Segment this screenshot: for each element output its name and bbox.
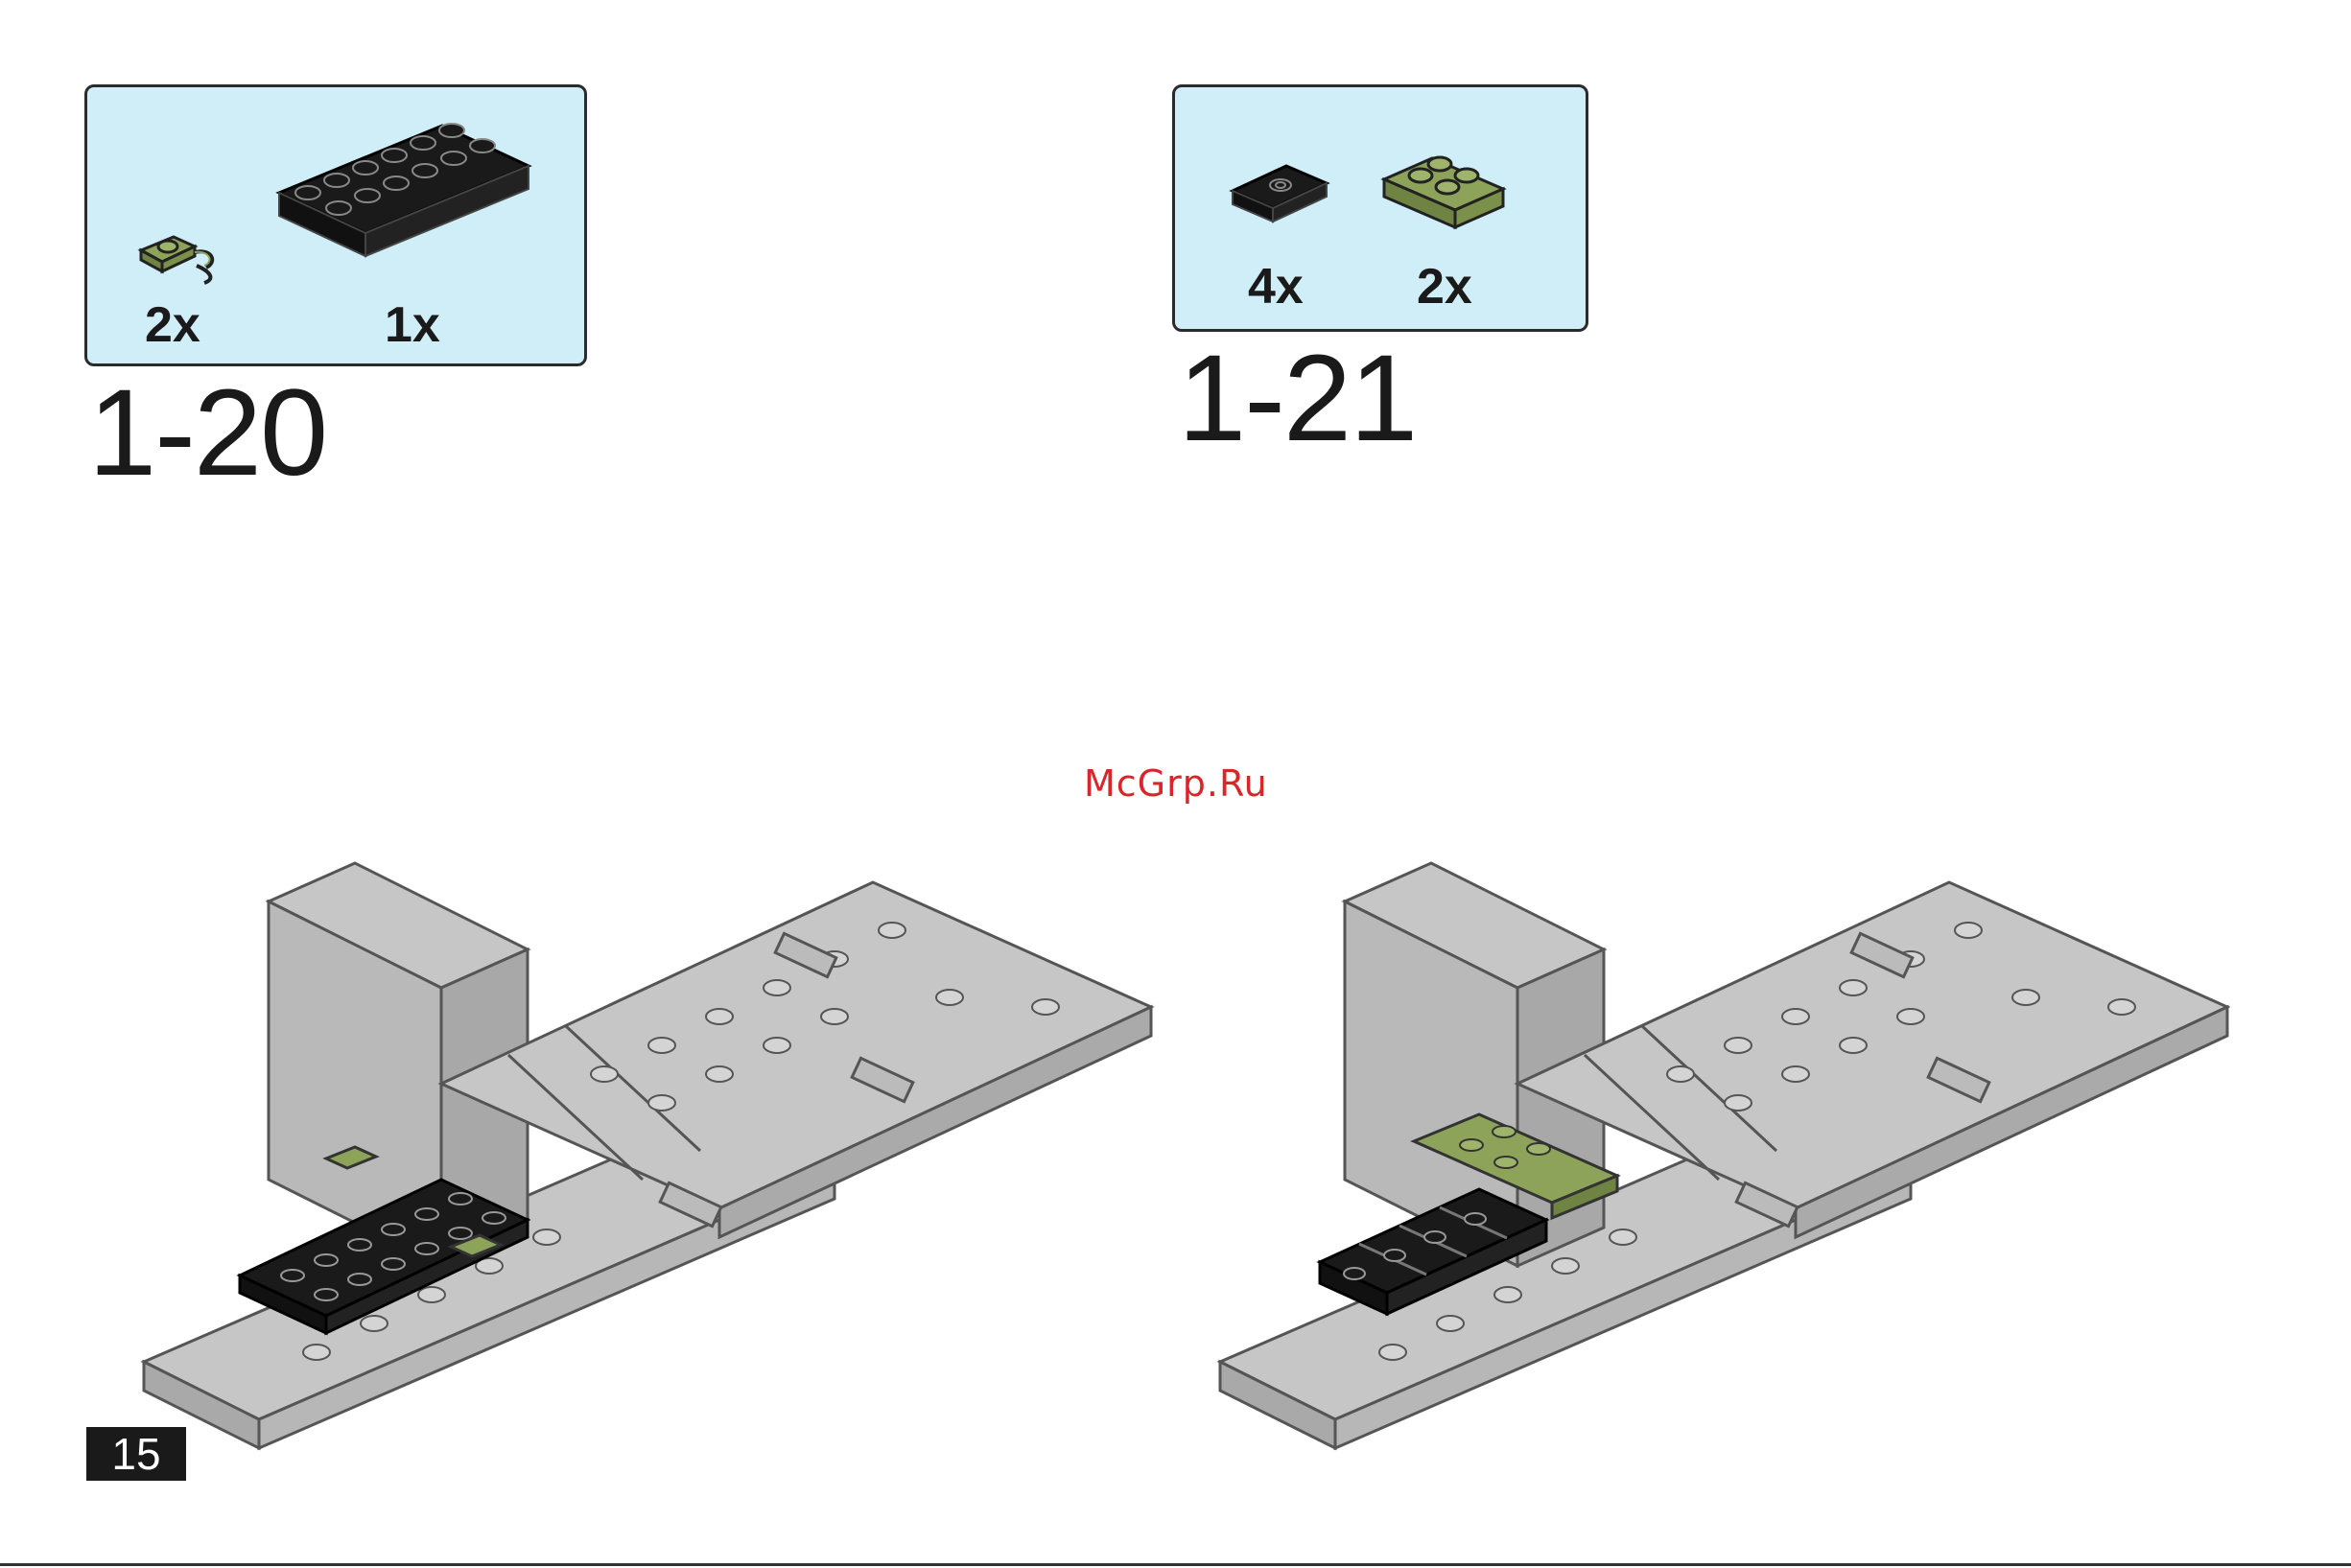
watermark: McGrp.Ru [1084,762,1268,805]
page-number: 15 [86,1427,186,1481]
parts-box-step-1-21: 4x 2x [1172,84,1588,332]
olive-plate-2x2-icon [1378,141,1513,246]
black-plate-2x6-icon [270,116,538,279]
part-qty-plate-2x2: 2x [1417,258,1472,316]
step-number-1-21: 1-21 [1178,338,1416,460]
step-number-1-20: 1-20 [88,372,326,495]
model-illustration-step-1-21 [1201,863,2237,1477]
part-qty-tile-1x2: 4x [1248,258,1304,316]
part-qty-clip-plate: 2x [145,296,200,354]
page-bottom-rule [0,1563,2351,1566]
model-illustration-step-1-20 [125,863,1161,1477]
olive-clip-plate-icon [135,222,231,298]
parts-box-step-1-20: 2x 1x [84,84,587,366]
black-tile-1x2-center-stud-icon [1229,158,1334,235]
part-qty-plate-2x6: 1x [385,296,440,354]
